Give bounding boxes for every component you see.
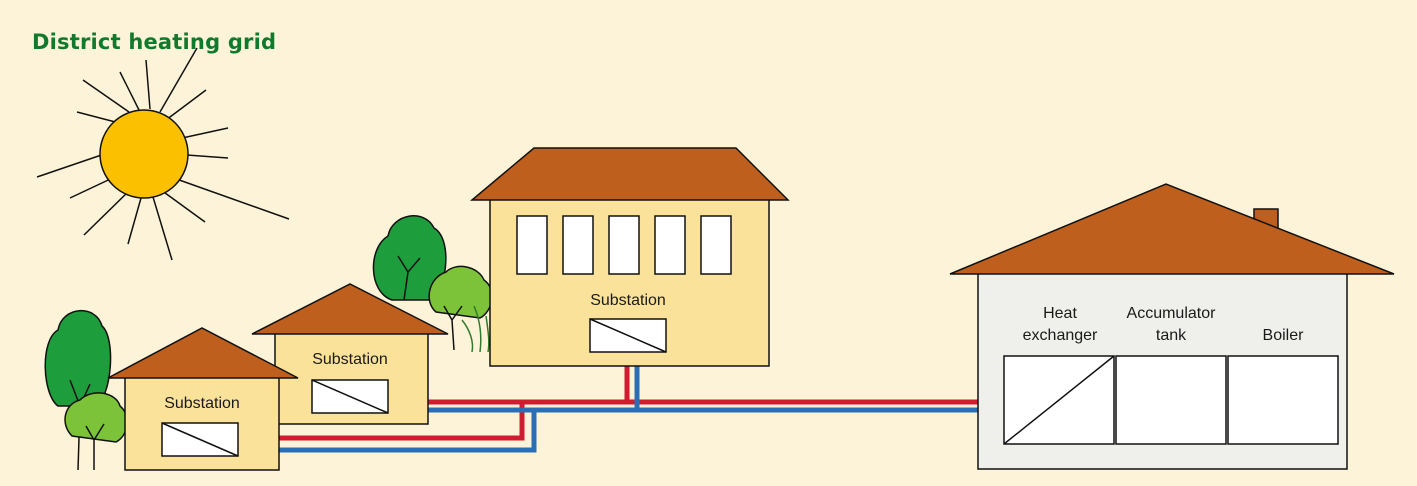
substation-label: Substation [590, 292, 666, 309]
supply-pipe-small-house [238, 402, 525, 441]
boiler-label: Boiler [1263, 327, 1305, 344]
large-building-roof [469, 147, 790, 201]
small-house: Substation [107, 327, 299, 471]
plant-roof [949, 183, 1395, 275]
large-building: Substation [469, 147, 790, 367]
heat-exchanger-label-line2: exchanger [1023, 327, 1098, 344]
return-pipe-small-house [238, 410, 537, 453]
accumulator-label-line2: tank [1156, 327, 1187, 344]
heat-exchanger-icon [1003, 355, 1115, 445]
substation-icon [161, 422, 239, 457]
sun-disc [99, 109, 189, 199]
medium-house-roof [251, 283, 449, 335]
substation-icon [311, 379, 389, 414]
accumulator-tank [1115, 355, 1227, 445]
tree-icon [44, 310, 128, 471]
diagram-title: District heating grid [32, 30, 277, 54]
substation-icon [589, 318, 667, 353]
pipe-network [238, 352, 1004, 453]
boiler [1227, 355, 1339, 445]
large-building-windows [516, 215, 732, 275]
medium-house: Substation [251, 283, 449, 425]
small-house-roof [107, 327, 299, 379]
substation-label: Substation [164, 395, 240, 412]
heat-exchanger-label-line1: Heat [1043, 305, 1077, 322]
accumulator-label-line1: Accumulator [1127, 305, 1217, 322]
sun-icon [36, 47, 290, 261]
substation-label: Substation [312, 351, 388, 368]
heating-plant: Heat exchanger Accumulator tank Boiler [949, 183, 1395, 470]
tree-icon [372, 215, 493, 353]
